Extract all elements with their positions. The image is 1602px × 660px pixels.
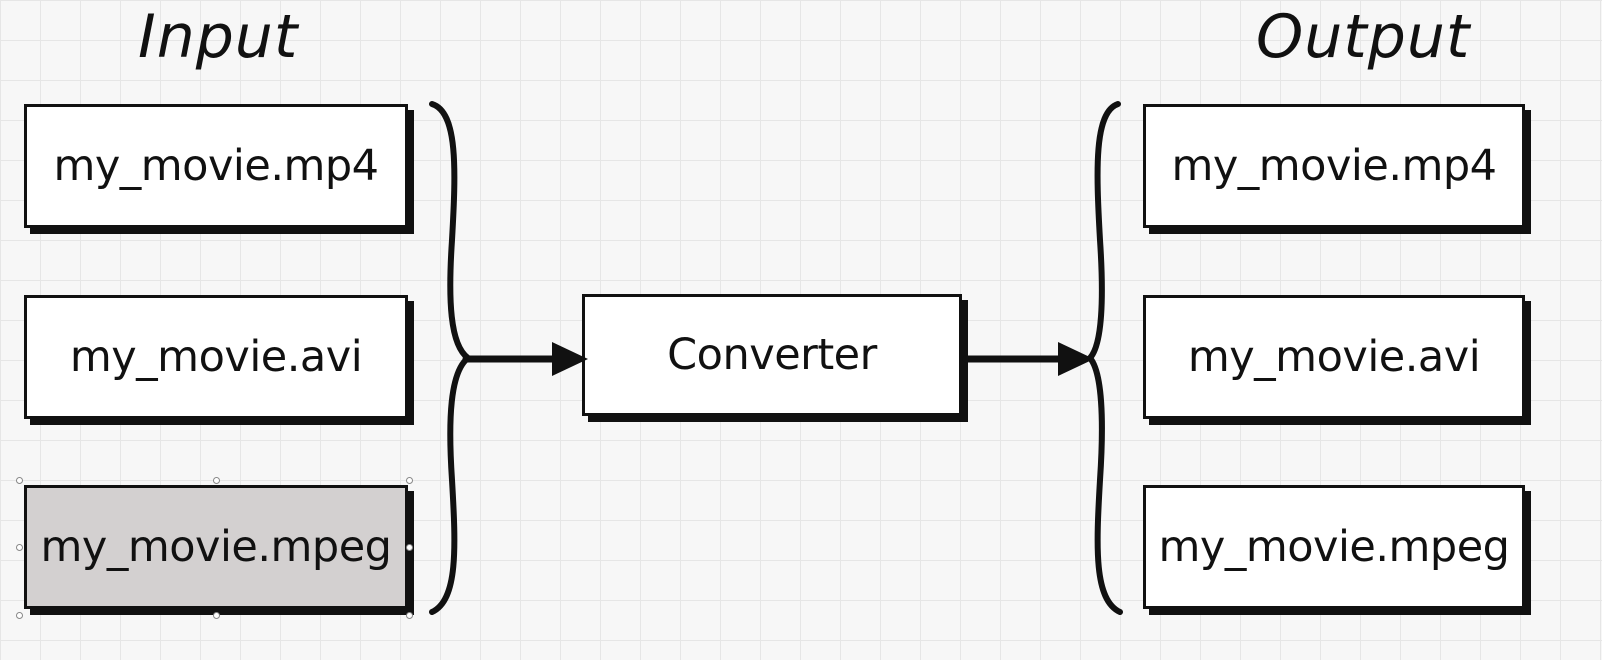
- output-file-avi[interactable]: my_movie.avi: [1143, 295, 1525, 419]
- output-brace: [1087, 101, 1123, 615]
- converter-box[interactable]: Converter: [582, 294, 962, 416]
- selection-handle-middle-right[interactable]: [406, 544, 413, 551]
- selection-handle-top-center[interactable]: [213, 477, 220, 484]
- input-file-label: my_movie.mpeg: [40, 522, 392, 572]
- output-file-label: my_movie.mpeg: [1158, 522, 1510, 572]
- output-file-label: my_movie.avi: [1187, 332, 1481, 382]
- input-brace: [429, 101, 471, 615]
- input-file-label: my_movie.mp4: [53, 141, 379, 191]
- output-file-mpeg[interactable]: my_movie.mpeg: [1143, 485, 1525, 609]
- output-file-label: my_movie.mp4: [1171, 141, 1497, 191]
- selection-handle-top-left[interactable]: [16, 477, 23, 484]
- selection-handle-bottom-left[interactable]: [16, 612, 23, 619]
- selection-handle-bottom-right[interactable]: [406, 612, 413, 619]
- input-file-avi[interactable]: my_movie.avi: [24, 295, 408, 419]
- input-heading: Input: [138, 2, 299, 72]
- converter-label: Converter: [667, 330, 877, 380]
- selection-handle-top-right[interactable]: [406, 477, 413, 484]
- input-file-label: my_movie.avi: [69, 332, 363, 382]
- selection-handle-middle-left[interactable]: [16, 544, 23, 551]
- selection-handle-bottom-center[interactable]: [213, 612, 220, 619]
- input-file-mpeg[interactable]: my_movie.mpeg: [24, 485, 408, 609]
- input-file-mp4[interactable]: my_movie.mp4: [24, 104, 408, 228]
- output-file-mp4[interactable]: my_movie.mp4: [1143, 104, 1525, 228]
- output-heading: Output: [1256, 2, 1471, 72]
- arrow-to-outputs-head: [1058, 342, 1094, 376]
